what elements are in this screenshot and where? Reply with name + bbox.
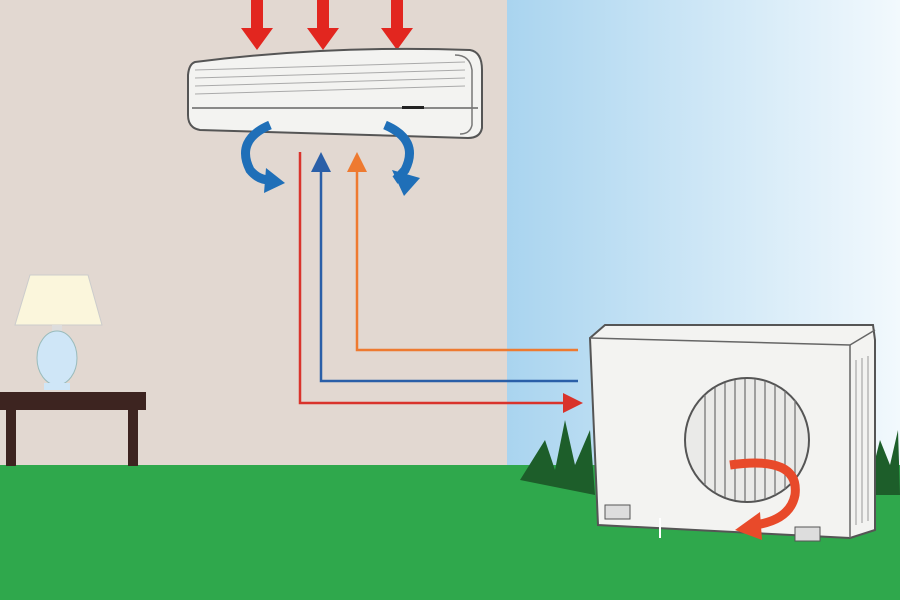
outdoor-unit — [588, 324, 876, 542]
warm-air-arrows — [241, 0, 413, 50]
hot-exhaust-arrow — [729, 458, 800, 540]
bushes — [520, 420, 900, 495]
refrigerant-pipes — [298, 152, 583, 413]
side-table — [0, 392, 146, 466]
cool-air-arrowheads — [264, 168, 420, 196]
fan-grille — [704, 379, 796, 501]
lamp — [14, 274, 103, 390]
indoor-unit — [187, 47, 483, 140]
